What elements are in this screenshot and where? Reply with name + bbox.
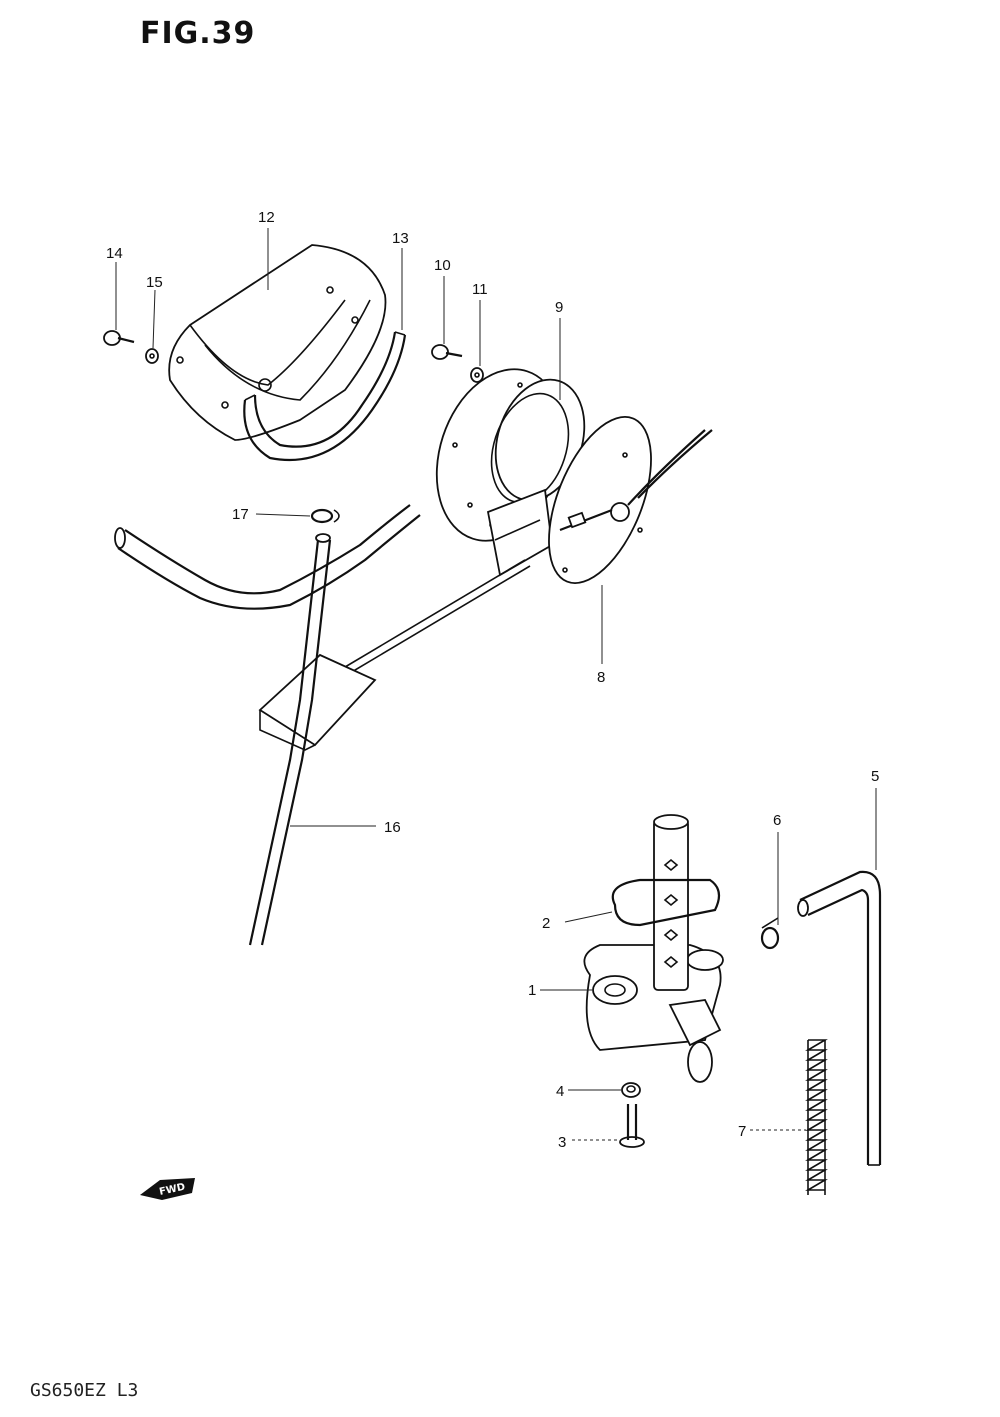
callout-14: 14: [106, 245, 123, 262]
part-8-fuel-gauge: [258, 416, 713, 751]
part-2-o-ring: [611, 878, 721, 927]
callout-4: 4: [556, 1083, 564, 1100]
figure-title: FIG.39: [140, 16, 256, 51]
leader-lines: [115, 228, 877, 1141]
part-6-clip: [760, 917, 780, 950]
callout-5: 5: [871, 768, 879, 785]
callout-15: 15: [146, 274, 163, 291]
model-code: GS650EZ L3: [30, 1380, 139, 1401]
callout-13: 13: [392, 230, 409, 247]
callout-16: 16: [384, 819, 401, 836]
part-17-clip: [310, 508, 340, 524]
callout-8: 8: [597, 669, 605, 686]
callout-17: 17: [232, 506, 249, 523]
callout-9: 9: [555, 299, 563, 316]
part-16-hose: [114, 504, 421, 946]
part-13-cushion: [243, 331, 407, 462]
callout-7: 7: [738, 1123, 746, 1140]
part-11-washer: [470, 367, 484, 383]
part-15-washer: [145, 348, 159, 364]
callout-12: 12: [258, 209, 275, 226]
callout-10: 10: [434, 257, 451, 274]
part-12-tank-cover: [168, 244, 387, 441]
callout-3: 3: [558, 1134, 566, 1151]
part-10-bolt: [431, 344, 463, 360]
callout-6: 6: [773, 812, 781, 829]
part-5-fuel-hose: [797, 870, 882, 1166]
part-1-fuel-cock: [583, 814, 724, 1083]
part-14-bolt: [103, 330, 135, 346]
fwd-arrow-icon: FWD: [140, 1178, 195, 1200]
callout-2: 2: [542, 915, 550, 932]
callout-numbers: 1 2 3 4 5 6 7 8 9 10 11 12 13 14 15 16 1…: [106, 209, 879, 1151]
part-7-spring: [805, 1039, 828, 1195]
callout-11: 11: [472, 281, 488, 298]
part-3-screw: [619, 1104, 645, 1148]
callout-1: 1: [528, 982, 536, 999]
part-4-washer: [621, 1082, 641, 1098]
fwd-label: FWD: [158, 1182, 186, 1198]
